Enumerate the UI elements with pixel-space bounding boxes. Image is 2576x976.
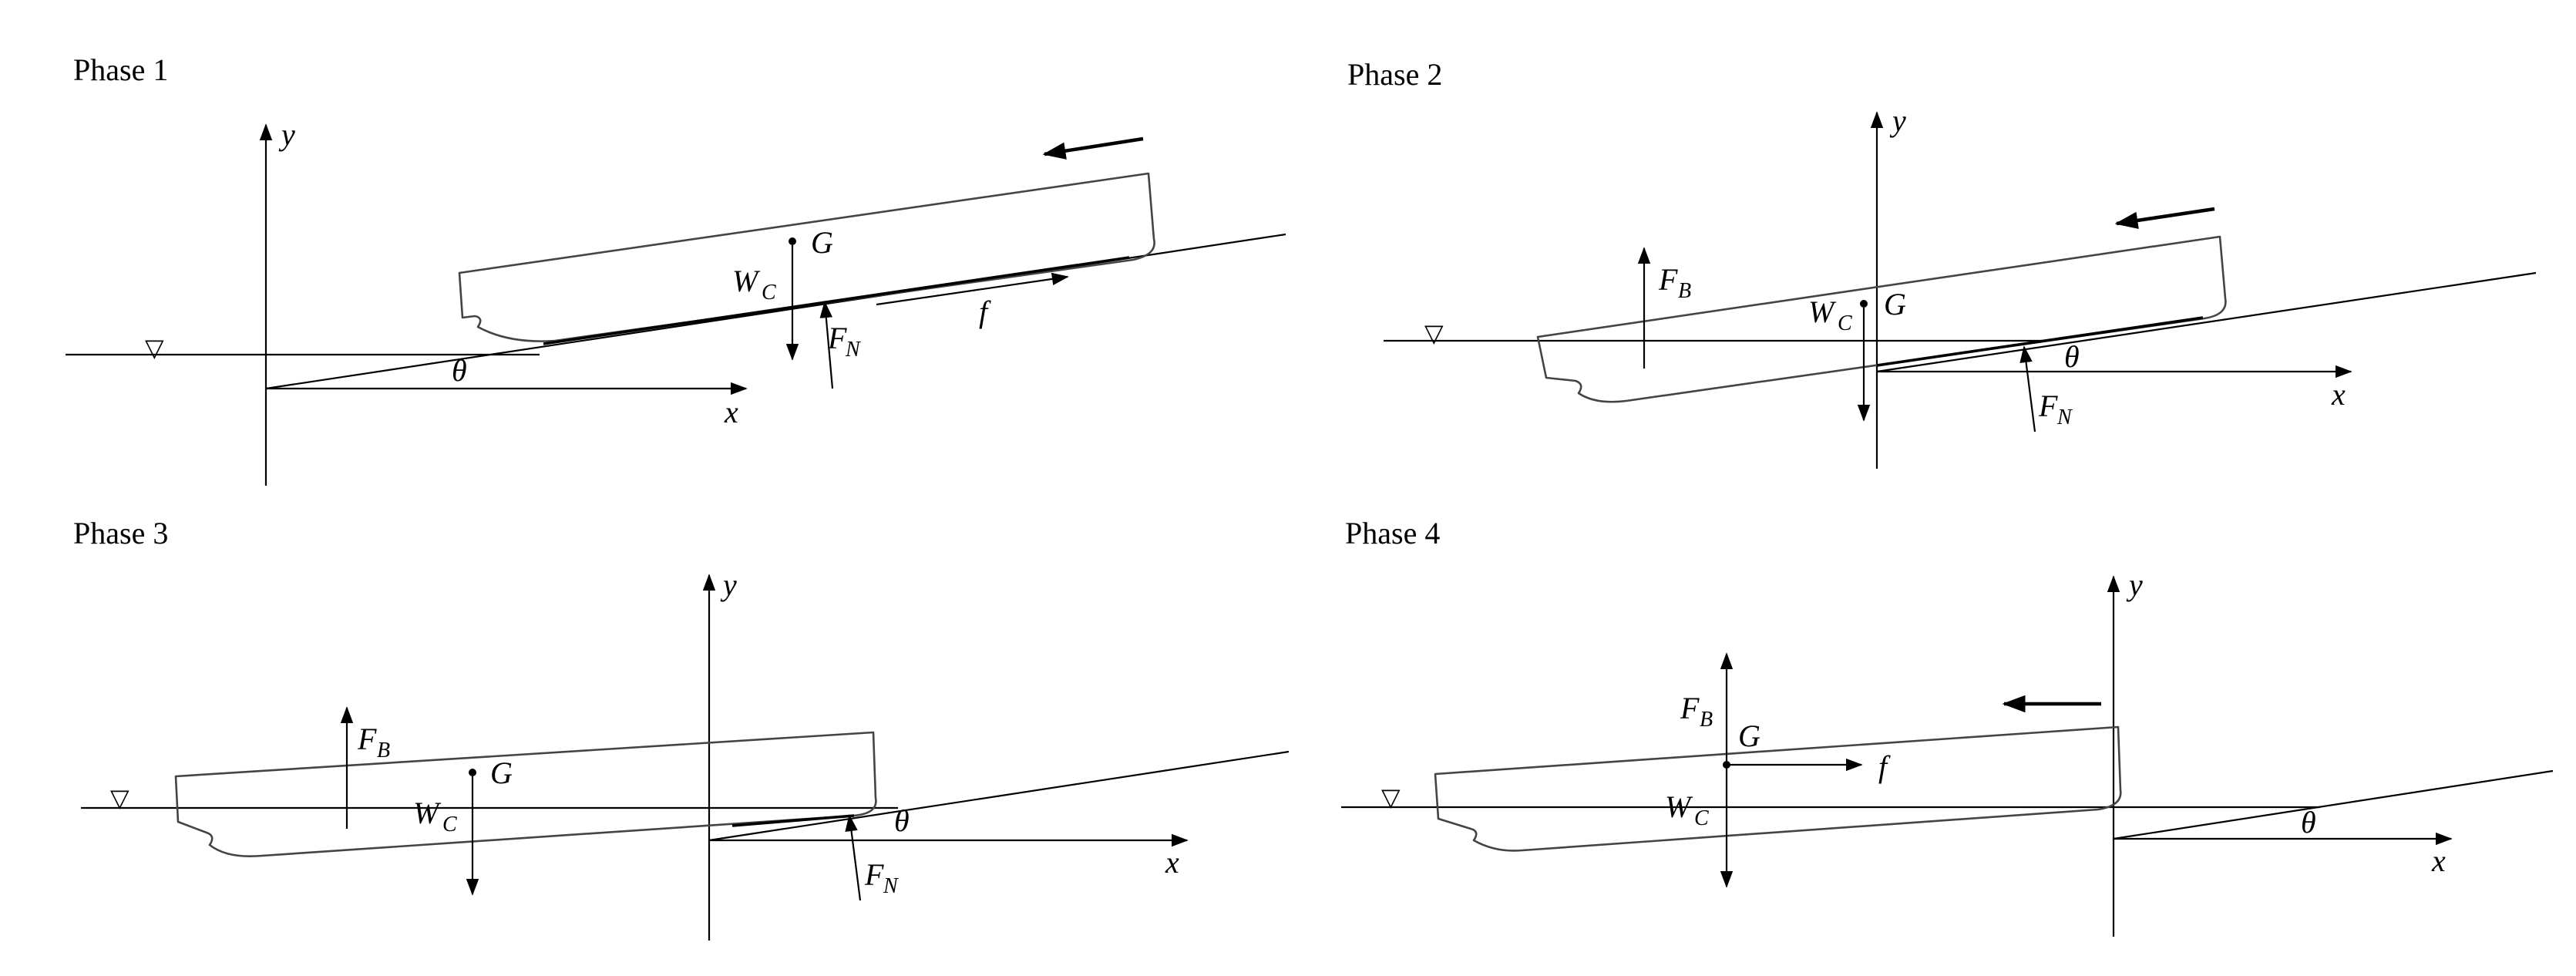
phase-1-weight-label: W [732,264,761,298]
phase-1-normal-force-subscript: N [845,338,861,362]
phase-1-slipway [265,233,1286,390]
phase-2-g-label: G [1884,287,1906,321]
phase-2-buoyancy-label: F [1658,262,1678,297]
phase-1-normal-force-arrow [819,301,834,389]
phase-2-slipway [1876,271,2537,373]
phase-4-panel: Phase 4 y x ▽ θ F B G W C f [1341,516,2554,937]
phase-1-waterline-symbol: ▽ [145,333,164,362]
phase-4-title: Phase 4 [1345,516,1440,550]
phase-1-hull [458,172,1155,342]
phase-2-x-label: x [2331,377,2346,412]
phase-1-title: Phase 1 [73,52,168,87]
phase-3-panel: Phase 3 y x ▽ θ F B G W C F N [73,516,1290,941]
phase-1-center-of-gravity [789,237,796,245]
phase-1-angle-label: θ [452,353,467,388]
phase-2-waterline-symbol: ▽ [1424,318,1444,348]
phase-3-buoyancy-label: F [357,722,377,756]
phase-2-weight-label: W [1808,294,1837,329]
phase-3-buoyancy-subscript: B [377,739,390,762]
phase-2-normal-force-subscript: N [2056,406,2073,429]
phase-4-hull [1434,725,2122,852]
phase-4-angle-label: θ [2301,805,2316,840]
phase-4-weight-label: W [1665,789,1693,824]
phase-1-friction-arrow [876,272,1069,306]
phase-3-slipway [708,750,1290,842]
phase-2-weight-subscript: C [1838,311,1852,335]
phase-3-waterline-symbol: ▽ [110,783,129,813]
phase-3-angle-label: θ [894,803,910,838]
phase-4-g-label: G [1738,719,1760,753]
phase-3-g-label: G [490,756,513,790]
phase-1-x-label: x [724,395,738,429]
phase-3-normal-force-label: F [864,857,884,892]
phase-1-normal-force-label: F [827,321,847,355]
phase-3-normal-force-arrow [845,814,862,901]
phase-4-y-label: y [2126,567,2143,602]
phase-1-keel-contact [543,256,1130,345]
phase-1-y-label: y [278,117,295,152]
phase-1-axes: y x [259,117,748,486]
phase-1-motion-arrow [1042,136,1144,160]
phase-4-weight-subscript: C [1694,806,1709,830]
phase-3-hull [174,731,877,857]
phase-1-panel: Phase 1 y x ▽ θ G W C F N f [66,52,1286,486]
phase-4-buoyancy-subscript: B [1700,708,1713,732]
phase-3-normal-force-subscript: N [883,874,899,898]
phase-4-slipway [2113,769,2554,840]
phase-2-center-of-gravity [1860,300,1868,308]
phase-2-keel-contact [1876,316,2204,367]
phase-1-g-label: G [811,225,833,260]
phase-1-friction-label: f [979,294,991,329]
phase-2-axes: y x [1870,103,2352,469]
phase-2-motion-arrow [2114,207,2215,230]
phase-4-buoyancy-label: F [1680,691,1700,725]
phase-4-axes: y x [2107,567,2453,937]
phase-4-waterline-symbol: ▽ [1381,782,1401,812]
phase-2-title: Phase 2 [1347,57,1442,92]
phase-2-buoyancy-subscript: B [1678,279,1691,303]
phase-3-axes: y x [702,567,1189,941]
phase-2-y-label: y [1889,103,1906,138]
phase-4-x-label: x [2431,843,2446,878]
phase-4-friction-label: f [1878,749,1891,784]
phase-2-normal-force-arrow [2019,345,2036,432]
phase-2-panel: Phase 2 y x ▽ θ F B G W C F N [1347,57,2537,469]
phase-3-weight-subscript: C [442,813,457,836]
phase-2-normal-force-label: F [2038,389,2058,423]
phase-3-keel-contact [731,814,855,827]
phase-2-hull [1536,235,2227,403]
phase-1-weight-subscript: C [762,281,776,305]
phase-3-center-of-gravity [469,769,476,776]
phase-2-angle-label: θ [2064,339,2080,374]
phase-3-y-label: y [720,567,737,602]
phase-3-x-label: x [1165,845,1179,880]
phase-3-title: Phase 3 [73,516,168,550]
phase-3-weight-label: W [413,796,442,830]
